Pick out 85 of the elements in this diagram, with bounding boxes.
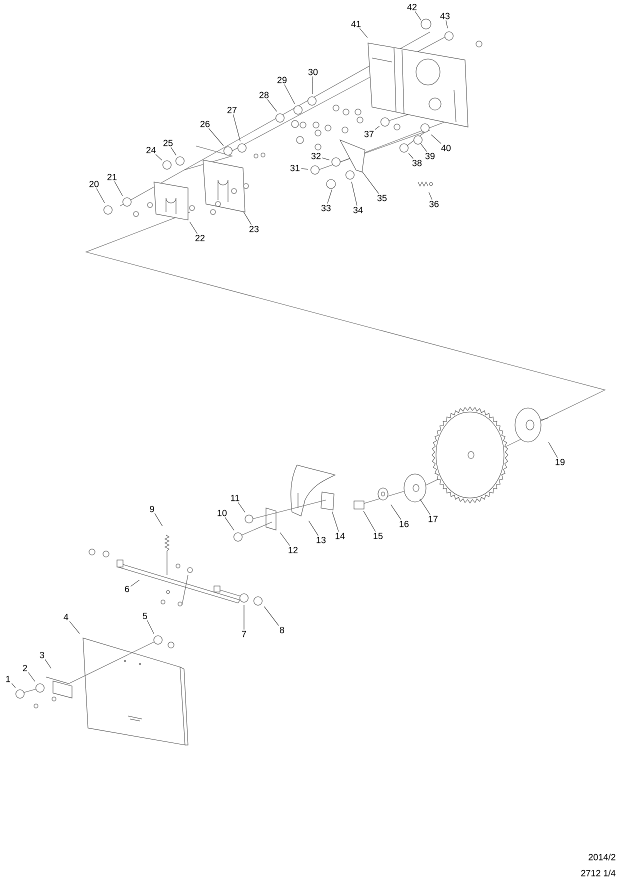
callout-number: 43 — [440, 12, 450, 20]
leader-line — [28, 672, 36, 682]
leader-line — [301, 168, 308, 170]
leader-line — [362, 171, 379, 194]
callout-number: 1 — [6, 676, 10, 682]
leader-line — [284, 84, 295, 104]
note-text: 2712 1/4 — [581, 870, 616, 876]
leader-line — [208, 128, 224, 146]
leader-line — [190, 222, 198, 234]
callout-number: 16 — [400, 520, 409, 528]
leader-line — [146, 620, 154, 634]
callout-number: 20 — [89, 180, 99, 188]
leader-line — [238, 502, 246, 513]
leader-line — [267, 99, 277, 112]
leader-line — [430, 134, 442, 144]
callout-number: 25 — [163, 140, 173, 146]
leader-line — [155, 154, 162, 160]
callout-number: 32 — [311, 152, 321, 160]
callout-number: 35 — [377, 194, 387, 202]
callout-number: 42 — [407, 4, 417, 10]
callout-number: 39 — [425, 152, 435, 160]
callout-number: 41 — [351, 20, 361, 28]
callout-number: 40 — [441, 144, 451, 152]
callout-number: 37 — [364, 130, 374, 138]
leader-line — [332, 511, 339, 532]
callout-number: 9 — [150, 506, 154, 512]
leader-line — [363, 510, 376, 532]
callout-number: 38 — [412, 160, 422, 166]
callout-number: 14 — [336, 532, 345, 540]
leader-line — [359, 28, 368, 38]
leader-line — [114, 181, 123, 196]
note-text: 2014/2 — [588, 854, 616, 860]
callout-number: 34 — [353, 206, 363, 214]
leader-line — [446, 20, 448, 28]
callout-number: 28 — [259, 92, 269, 98]
callout-number: 11 — [231, 494, 240, 502]
leader-line — [428, 192, 432, 200]
callout-number: 7 — [242, 630, 246, 638]
leader-line — [374, 126, 380, 130]
callout-number: 33 — [321, 204, 331, 212]
callout-number: 12 — [288, 546, 298, 554]
callout-number: 24 — [146, 146, 156, 154]
callout-number: 22 — [195, 234, 205, 242]
leader-line — [130, 580, 140, 587]
callout-number: 2 — [22, 664, 28, 672]
leader-line — [170, 147, 176, 156]
callout-number: 17 — [428, 516, 438, 522]
leader-line — [390, 504, 402, 520]
leader-line — [420, 498, 430, 515]
callout-number: 10 — [218, 510, 227, 516]
callout-number: 23 — [249, 226, 259, 232]
leader-line — [351, 182, 358, 206]
leader-line — [408, 153, 414, 159]
callout-number: 29 — [277, 76, 287, 84]
leader-line — [322, 158, 330, 160]
leader-line — [154, 513, 163, 526]
leader-line — [232, 114, 240, 142]
callout-number: 6 — [124, 586, 130, 592]
leader-line — [280, 532, 290, 546]
leader-line — [548, 442, 558, 458]
callout-number: 3 — [40, 652, 44, 658]
leader-line — [414, 11, 422, 20]
leader-line — [243, 212, 252, 225]
callout-number: 4 — [64, 614, 68, 620]
leader-line — [420, 143, 427, 152]
callout-number: 31 — [290, 164, 300, 172]
leader-line — [96, 188, 105, 204]
callout-number: 5 — [142, 612, 148, 620]
leader-line — [312, 76, 314, 94]
callout-number: 19 — [556, 458, 565, 466]
callout-number: 21 — [107, 174, 117, 180]
leader-line — [327, 189, 332, 204]
leader-line — [44, 659, 52, 668]
leader-line — [11, 683, 16, 688]
leader-line — [224, 517, 234, 530]
callout-number: 30 — [308, 68, 318, 76]
callout-number: 8 — [280, 626, 284, 634]
callout-number: 27 — [227, 106, 237, 114]
callout-number: 36 — [429, 200, 439, 208]
leader-line — [308, 520, 318, 536]
callout-number: 15 — [374, 532, 383, 540]
callout-number: 13 — [316, 536, 326, 544]
callout-number: 26 — [200, 120, 210, 128]
leader-line — [69, 621, 80, 634]
leader-line — [264, 606, 279, 626]
